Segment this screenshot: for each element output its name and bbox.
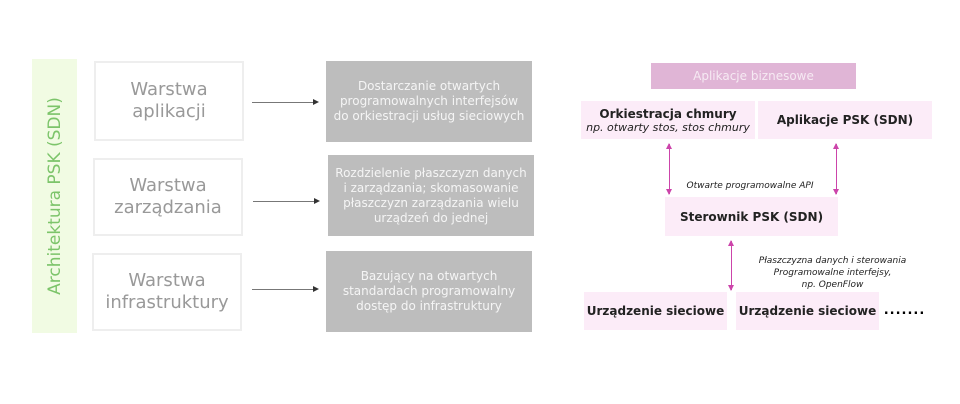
southbound-line: np. OpenFlow [801, 280, 864, 290]
layer-control: Warstwa zarządzania [93, 158, 243, 236]
orchestration-title: Orkiestracja chmury [599, 106, 737, 121]
network-device-box: Urządzenie sieciowe [736, 292, 879, 330]
orchestration-subtitle: np. otwarty stos, stos chmury [586, 120, 750, 134]
business-apps-box: Aplikacje biznesowe [651, 63, 856, 89]
layer-application: Warstwa aplikacji [94, 61, 244, 141]
arrow-right [252, 99, 319, 105]
network-device-box: Urządzenie sieciowe [584, 292, 727, 330]
arrow-right [252, 286, 319, 292]
sdn-apps-box: Aplikacje PSK (SDN) [758, 101, 932, 139]
architecture-label-bar: Architektura PSK (SDN) [32, 59, 77, 333]
sdn-controller-box: Sterownik PSK (SDN) [665, 197, 838, 236]
layer-infrastructure-desc: Bazujący na otwartych standardach progra… [326, 251, 532, 332]
api-label: Otwarte programowalne API [686, 181, 814, 191]
southbound-line: Programowalne interfejsy, [773, 268, 892, 278]
bidirectional-arrow [666, 143, 672, 195]
cloud-orchestration-box: Orkiestracja chmury np. otwarty stos, st… [581, 101, 755, 139]
bidirectional-arrow [833, 143, 839, 195]
layer-application-desc: Dostarczanie otwartych programowalnych i… [326, 61, 532, 142]
architecture-title: Architektura PSK (SDN) [44, 97, 65, 295]
bidirectional-arrow [728, 240, 734, 291]
southbound-line: Płaszczyzna danych i sterowania [758, 256, 907, 266]
layer-infrastructure: Warstwa infrastruktury [92, 253, 242, 331]
more-devices-ellipsis: ....... [883, 302, 926, 318]
southbound-label: Płaszczyzna danych i sterowania Programo… [750, 255, 915, 291]
layer-control-desc: Rozdzielenie płaszczyzn danych i zarządz… [328, 155, 534, 236]
arrow-right [253, 198, 320, 204]
